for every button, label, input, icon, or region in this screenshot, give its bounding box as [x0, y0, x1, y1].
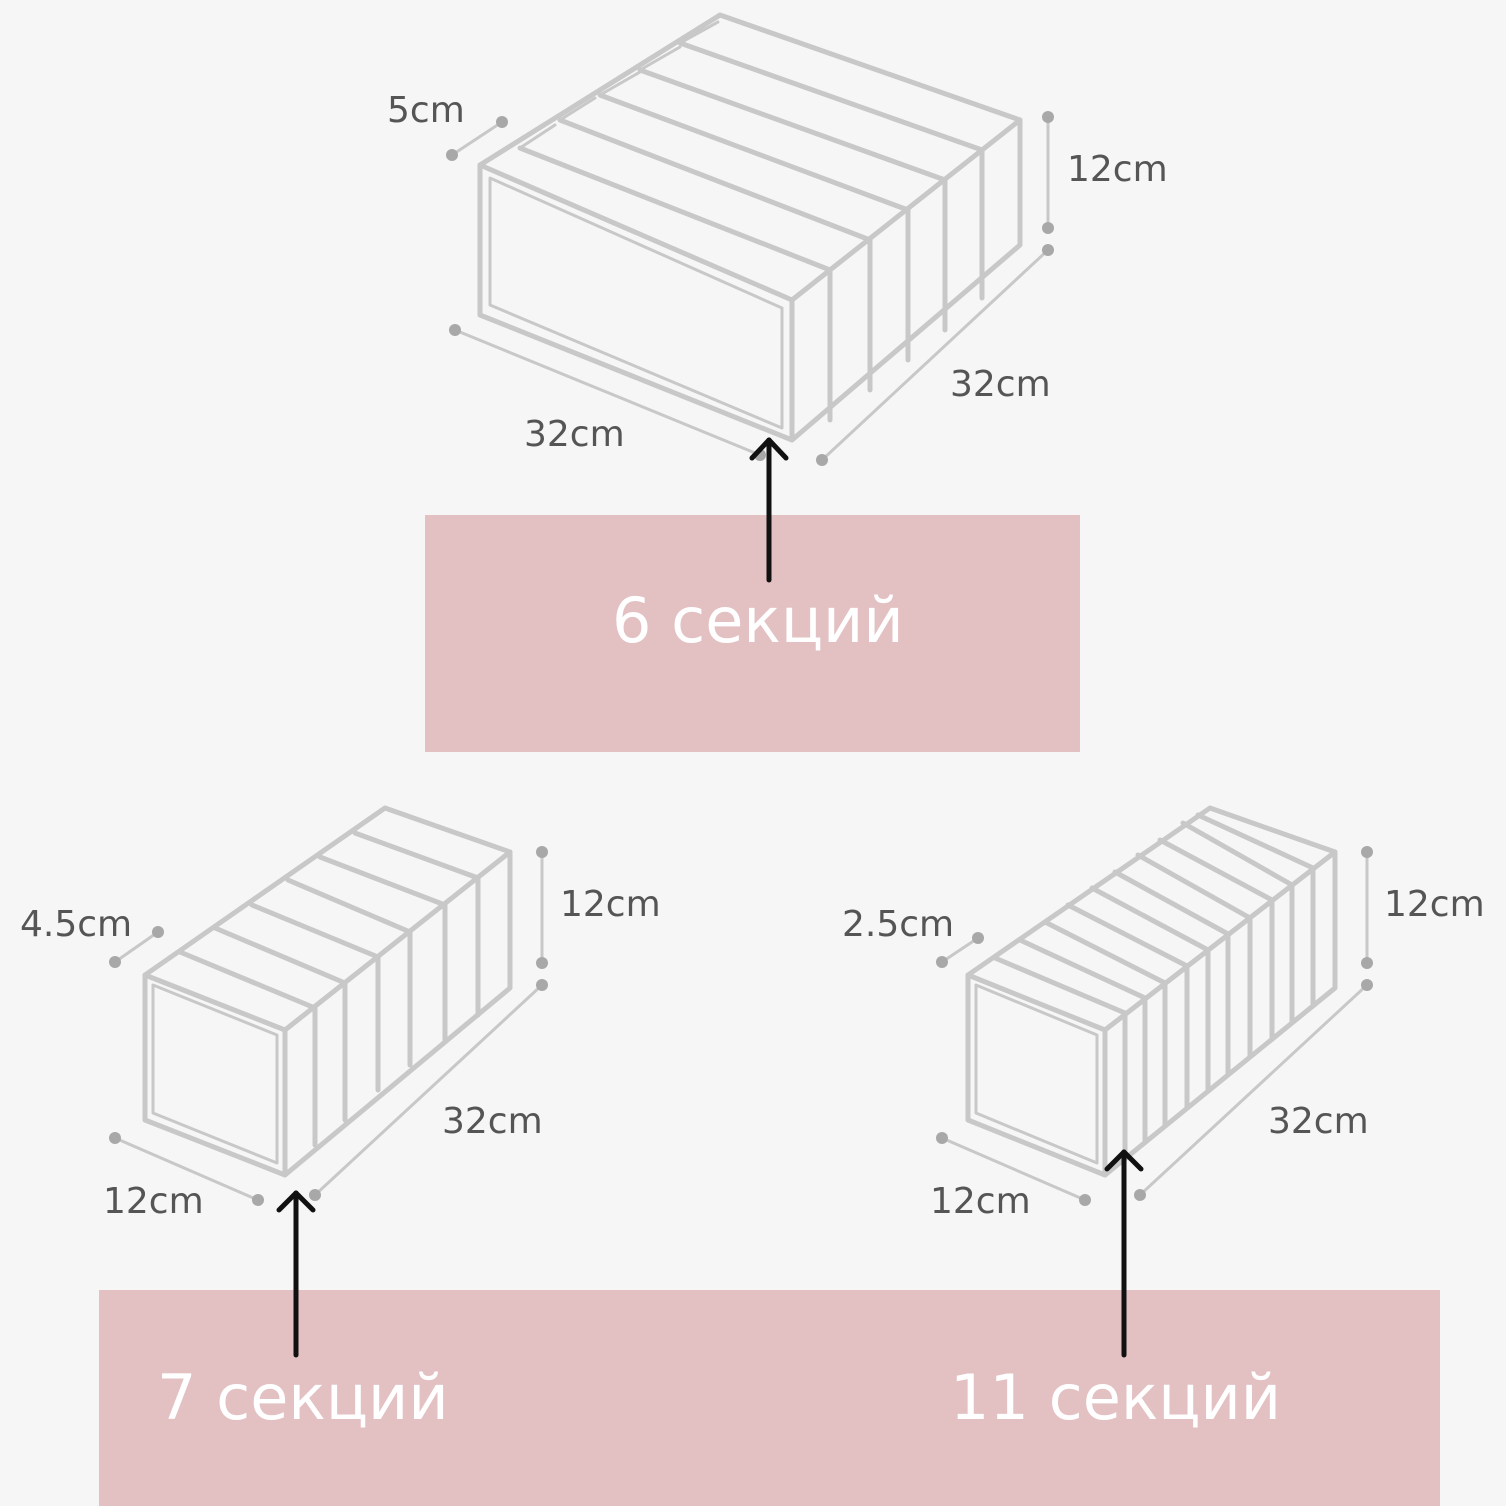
label-7-sections: 7 секций	[157, 1361, 449, 1434]
organizer-7-sections	[142, 805, 513, 1178]
dim-section-width-6: 5cm	[387, 90, 465, 131]
dim-depth-7: 32cm	[442, 1101, 543, 1142]
organizer-11-sections	[965, 805, 1338, 1178]
dim-section-width-7: 4.5cm	[20, 904, 133, 945]
arrow-7-sections	[276, 1190, 316, 1358]
dim-depth-6: 32cm	[950, 364, 1051, 405]
arrow-6-sections	[749, 437, 789, 583]
label-11-sections: 11 секций	[950, 1361, 1282, 1434]
dim-section-width-11: 2.5cm	[842, 904, 955, 945]
dim-width-6: 32cm	[524, 414, 625, 455]
organizer-6-sections	[477, 12, 1023, 443]
dim-width-11: 12cm	[930, 1181, 1031, 1222]
dim-height-11: 12cm	[1384, 884, 1485, 925]
label-6-sections: 6 секций	[612, 584, 904, 657]
arrow-11-sections	[1104, 1149, 1144, 1358]
dim-height-7: 12cm	[560, 884, 661, 925]
label-band-bottom	[99, 1290, 1440, 1506]
dim-height-6: 12cm	[1067, 149, 1168, 190]
dim-width-7: 12cm	[103, 1181, 204, 1222]
dim-depth-11: 32cm	[1268, 1101, 1369, 1142]
label-band-6-sections	[425, 515, 1080, 752]
